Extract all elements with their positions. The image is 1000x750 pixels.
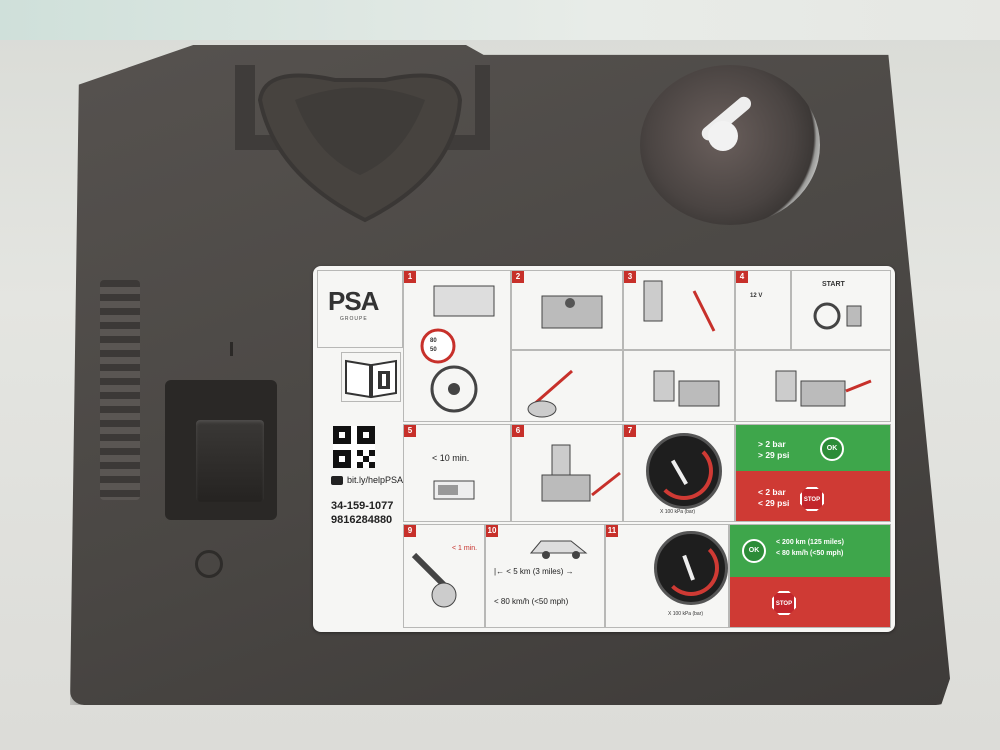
part-code-2: 9816284880 [331, 514, 393, 526]
step-7-panel: 7 X 100 kPa (bar) [623, 424, 735, 522]
step-7-number: 7 [624, 425, 636, 437]
brand-logo-panel: PSA GROUPE [317, 270, 403, 348]
step-4b-panel [735, 350, 891, 422]
brand-logo: PSA [328, 286, 379, 316]
step-12-stop-icon: STOP [772, 591, 796, 615]
step-9-time: < 1 min. [452, 545, 478, 552]
step-5-number: 5 [404, 425, 416, 437]
help-url[interactable]: bit.ly/helpPSA [347, 475, 404, 485]
play-video-icon [331, 476, 343, 485]
step-8-ok-text: > 2 bar > 29 psi [758, 439, 790, 460]
speed-dial-bottom: 50 [430, 347, 437, 353]
speed-dial-top: 80 [430, 338, 437, 344]
step-8-ok-icon: OK [820, 437, 844, 461]
step-3b-panel [623, 350, 735, 422]
step-12-panel: 12 OK < 200 km (125 miles) < 80 km/h (<5… [729, 524, 891, 628]
step-2b-panel [511, 350, 623, 422]
side-vents [100, 280, 140, 500]
part-code-1: 34-159-1077 [331, 500, 394, 512]
step-4-number: 4 [736, 271, 748, 283]
step-12-ok-icon: OK [742, 539, 766, 563]
step-11-dial-caption: X 100 kPa (bar) [668, 611, 704, 617]
qr-code-icon [333, 426, 375, 468]
brand-sub: GROUPE [340, 316, 368, 322]
step-9-panel: 9 < 1 min. [403, 524, 485, 628]
step-3-number: 3 [624, 271, 636, 283]
power-on-mark [230, 342, 233, 356]
step-10-panel: 10 |← < 5 km (3 miles) → < 80 km/h (<50 … [485, 524, 605, 628]
power-rocker-switch[interactable] [196, 420, 264, 502]
step-11-dial [654, 531, 728, 605]
step-8-stop-text: < 2 bar < 29 psi [758, 487, 790, 508]
manual-book-icon [341, 352, 401, 402]
step-10-distance: |← < 5 km (3 miles) → [494, 567, 574, 576]
step-7-dial [646, 433, 722, 509]
step-10-number: 10 [486, 525, 498, 537]
step-9-number: 9 [404, 525, 416, 537]
step-11-number: 11 [606, 525, 618, 537]
background-cloth [0, 0, 1000, 40]
volts-label: 12 V [750, 293, 763, 299]
step-10-speed: < 80 km/h (<50 mph) [494, 597, 569, 606]
step-4-panel: 4 12 V [735, 270, 791, 350]
step-6-panel: 6 [511, 424, 623, 522]
power-off-mark [195, 550, 223, 578]
step-12-ok-text: < 200 km (125 miles) < 80 km/h (<50 mph) [776, 539, 844, 557]
step-5-time: < 10 min. [432, 453, 470, 463]
step-3-panel: 3 [623, 270, 735, 350]
step-2-panel: 2 [511, 270, 623, 350]
gauge-hub [708, 121, 738, 151]
step-1-number: 1 [404, 271, 416, 283]
step-5-panel: 5 < 10 min. [403, 424, 511, 522]
instruction-label: PSA GROUPE bit.ly/helpPSA 34-159-1077 98… [313, 266, 895, 632]
step-6-number: 6 [512, 425, 524, 437]
step-8-stop-icon: STOP [800, 487, 824, 511]
hose-storage-recess [235, 65, 490, 223]
step-11-panel: 11 X 100 kPa (bar) [605, 524, 729, 628]
step-2-number: 2 [512, 271, 524, 283]
step-1-panel: 1 80 50 [403, 270, 511, 422]
start-panel: START [791, 270, 891, 350]
start-label: START [822, 281, 845, 288]
step-8-panel: 8 > 2 bar > 29 psi OK < 2 bar < 29 psi S… [735, 424, 891, 522]
pressure-gauge [640, 65, 820, 225]
step-7-dial-caption: X 100 kPa (bar) [660, 509, 696, 515]
